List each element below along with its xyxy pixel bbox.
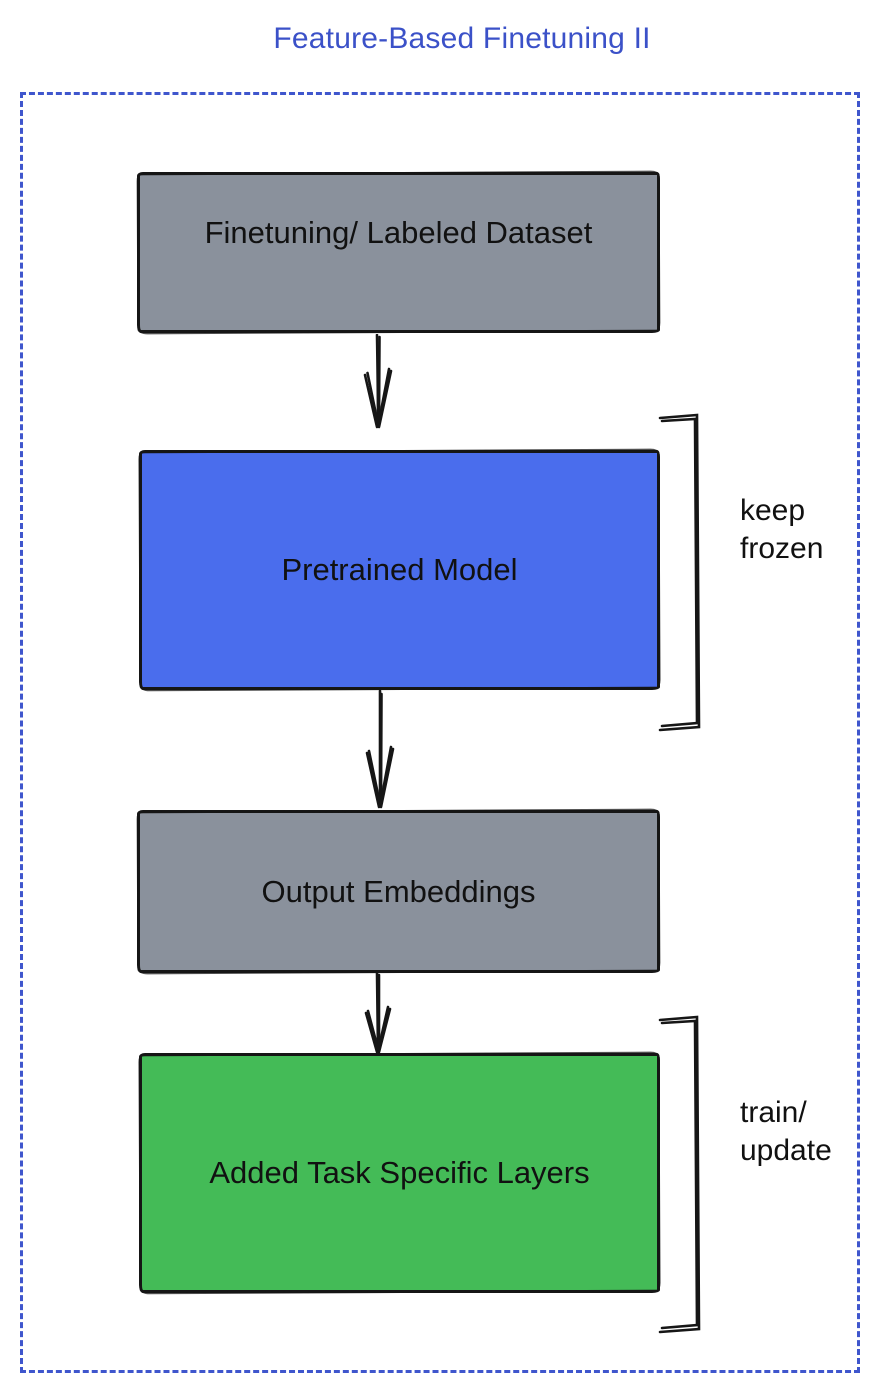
annotation-line: frozen <box>740 532 824 565</box>
down-arrow-icon <box>363 334 393 429</box>
annotation-line: update <box>740 1134 832 1167</box>
right-bracket-icon <box>658 1015 701 1334</box>
annotation-train-update: train/ update <box>740 1094 832 1170</box>
node-pretrained-model: Pretrained Model <box>139 450 660 690</box>
node-label-finetuning-dataset: Finetuning/ Labeled Dataset <box>204 214 593 250</box>
right-bracket-icon <box>658 413 701 732</box>
down-arrow-icon <box>365 690 395 809</box>
node-label-output-embeddings: Output Embeddings <box>261 873 536 909</box>
annotation-line: train/ <box>740 1096 807 1129</box>
diagram-dashed-border <box>20 92 860 1373</box>
node-finetuning-dataset: Finetuning/ Labeled Dataset <box>137 172 660 333</box>
node-added-task-specific-layers: Added Task Specific Layers <box>139 1053 660 1293</box>
page-title: Feature-Based Finetuning II <box>273 22 651 55</box>
node-output-embeddings: Output Embeddings <box>137 810 660 973</box>
annotation-keep-frozen: keep frozen <box>740 492 823 568</box>
annotation-line: keep <box>740 494 806 527</box>
node-label-added-task-specific-layers: Added Task Specific Layers <box>209 1155 590 1190</box>
node-label-pretrained-model: Pretrained Model <box>281 552 518 587</box>
down-arrow-icon <box>364 973 392 1054</box>
